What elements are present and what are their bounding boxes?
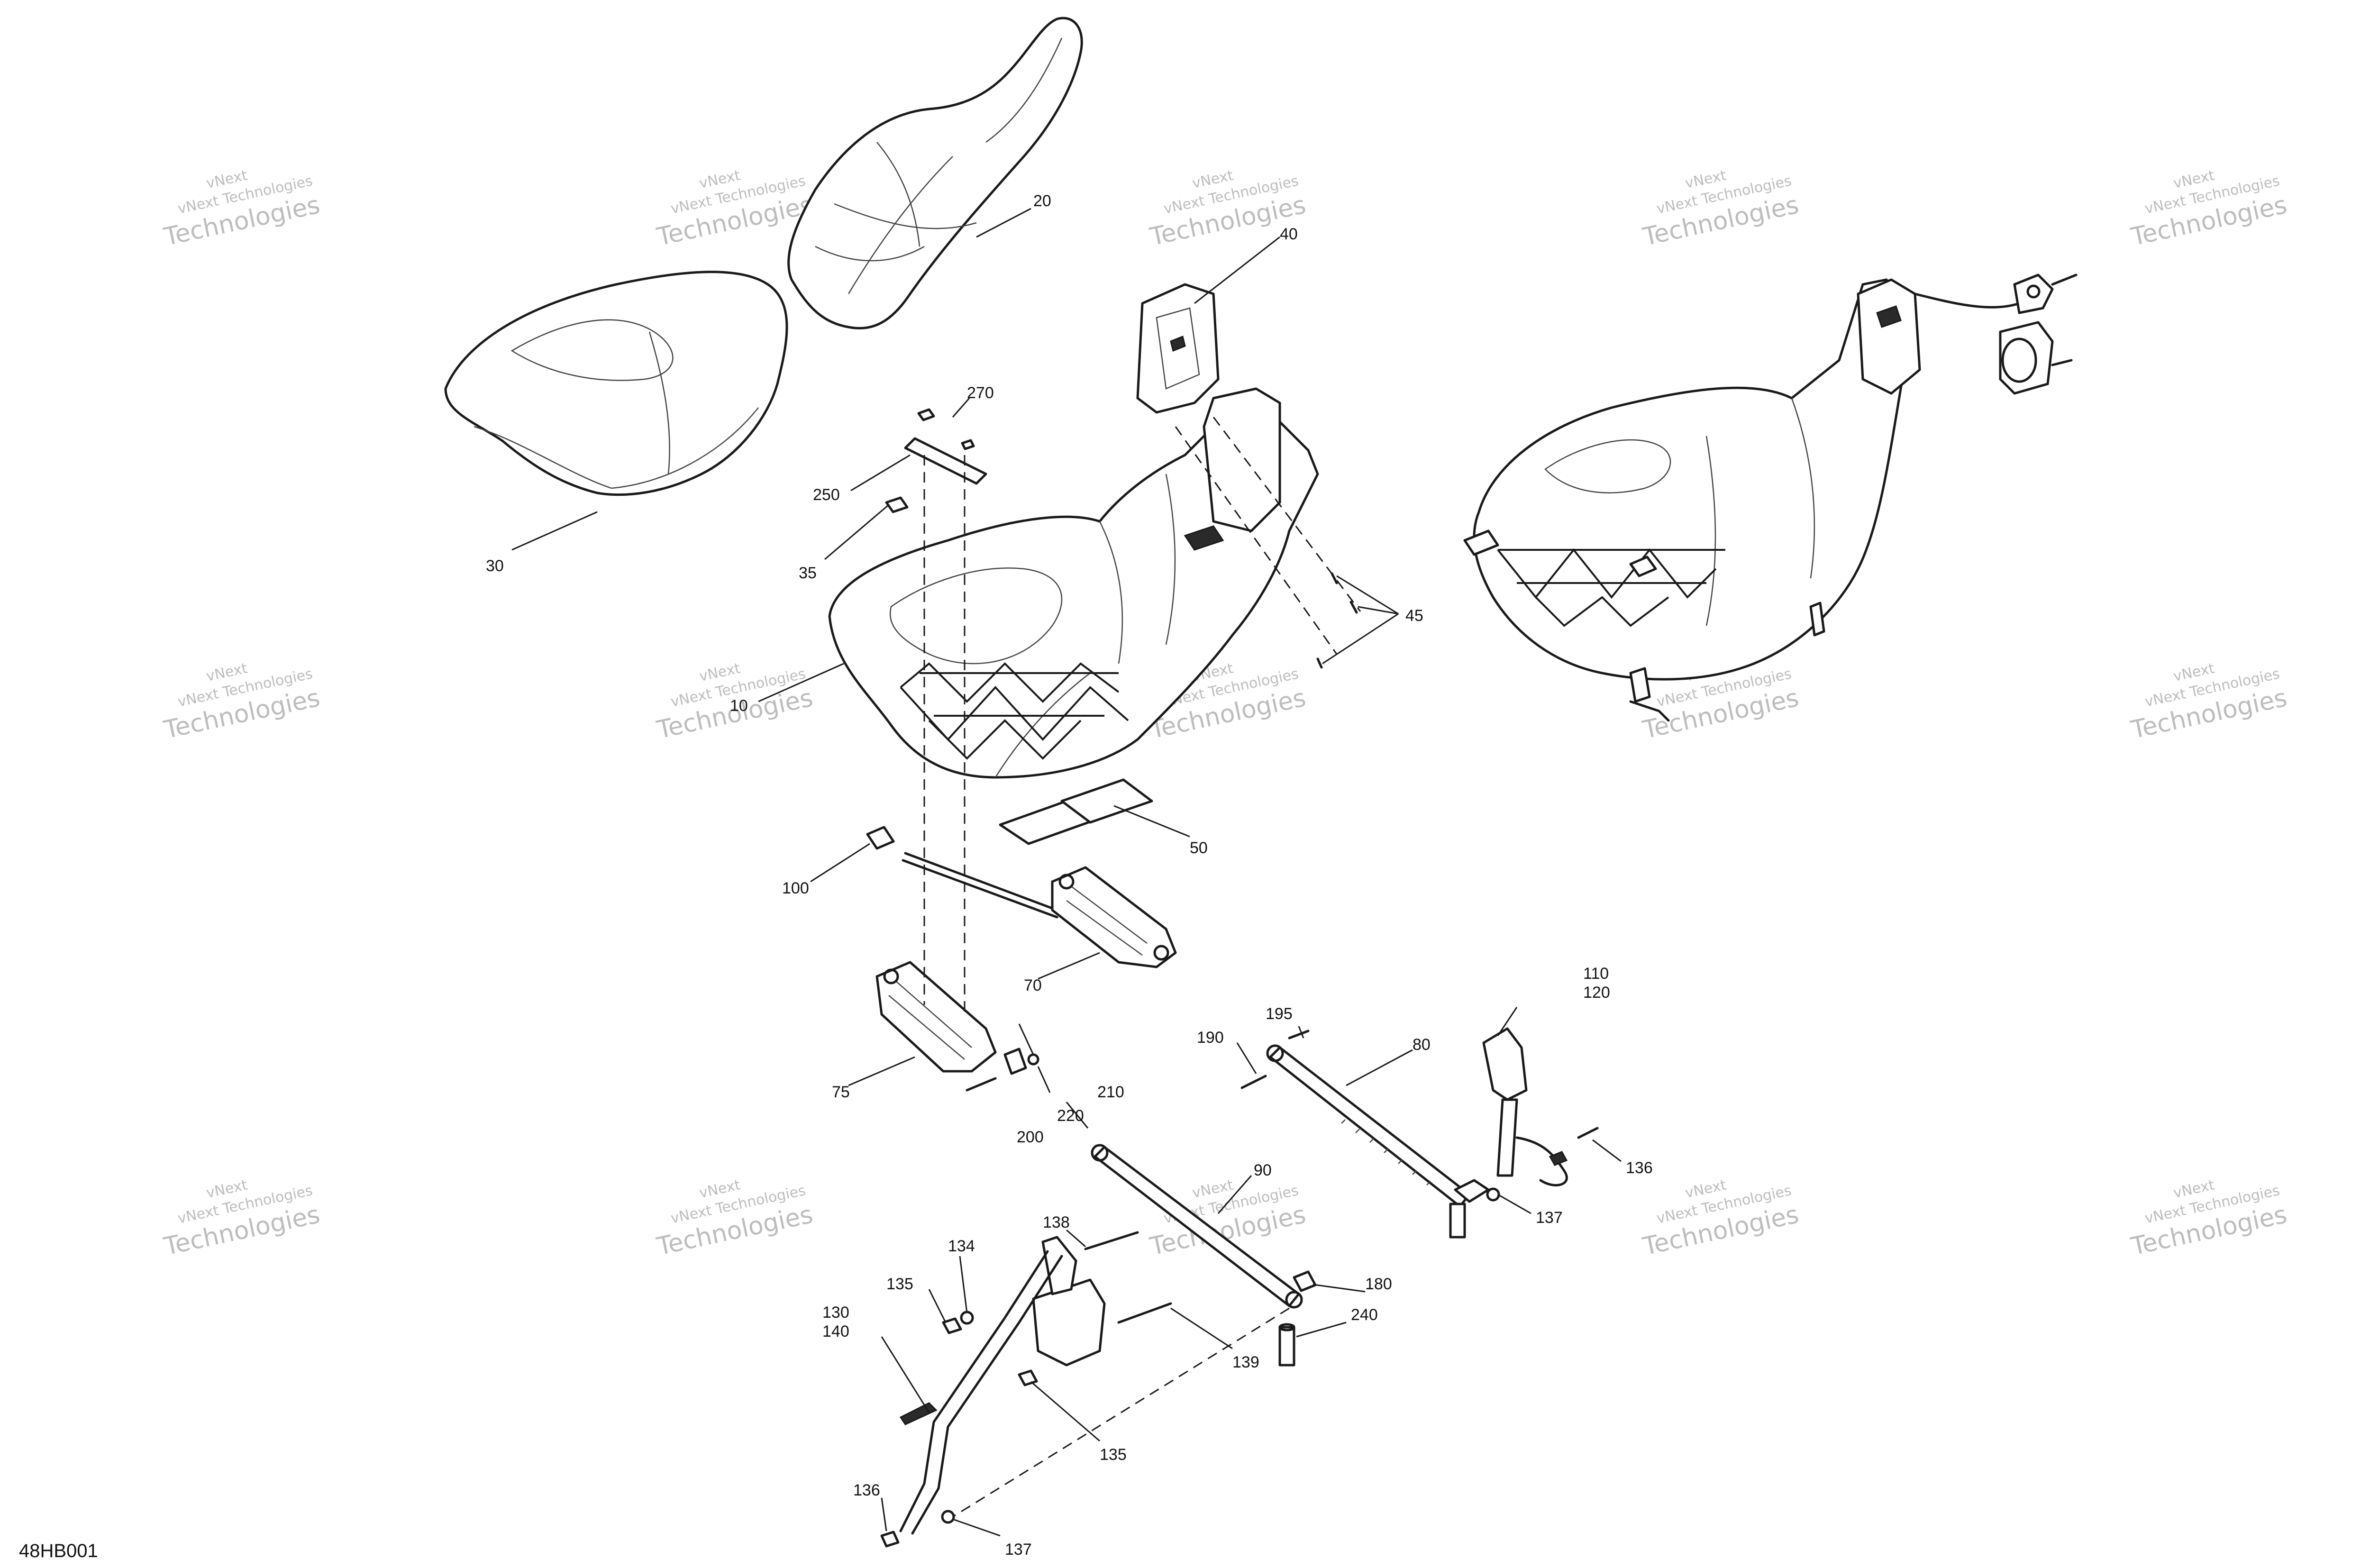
callout-210: 210: [1097, 1083, 1124, 1101]
watermark: vNext vNext Technologies Technologies: [1640, 167, 1801, 251]
watermark: vNext vNext Technologies Technologies: [161, 660, 322, 744]
part-clips: [885, 408, 987, 513]
callout-75: 75: [832, 1083, 850, 1101]
part-slider-rail-lower: [875, 961, 997, 1073]
callout-270: 270: [967, 384, 994, 402]
callout-138: 138: [1043, 1213, 1070, 1231]
callout-120: 120: [1583, 984, 1610, 1002]
part-tube-90: [1091, 1144, 1303, 1309]
callout-130: 130: [822, 1304, 849, 1322]
assembly-lines: [923, 417, 1361, 1518]
callout-220: 220: [1057, 1107, 1084, 1125]
callout-30: 30: [486, 557, 504, 575]
part-headrest-insert: [1136, 283, 1220, 414]
watermark: vNext vNext Technologies Technologies: [161, 1176, 322, 1261]
callout-180: 180: [1365, 1275, 1392, 1293]
callout-240: 240: [1351, 1306, 1378, 1324]
callout-100: 100: [782, 879, 809, 897]
part-seat-shell: [828, 387, 1319, 779]
callout-137-left: 137: [1005, 1541, 1032, 1559]
watermark: vNext vNext Technologies Technologies: [2128, 167, 2289, 251]
callout-195: 195: [1266, 1005, 1293, 1023]
callout-90: 90: [1254, 1161, 1272, 1179]
part-cable-end: [866, 826, 1058, 919]
callout-136-right: 136: [1626, 1159, 1653, 1177]
watermark: vNext vNext Technologies Technologies: [161, 167, 322, 251]
callout-45: 45: [1405, 607, 1423, 625]
callout-135-top: 135: [886, 1275, 913, 1293]
assembled-seat: [1463, 273, 2078, 722]
part-lower-seat-cushion: [444, 271, 788, 496]
watermark: vNext vNext Technologies Technologies: [2128, 1176, 2289, 1261]
callout-20: 20: [1033, 192, 1051, 210]
callout-136-left: 136: [853, 1481, 880, 1499]
callout-70: 70: [1024, 976, 1042, 994]
callout-10: 10: [730, 697, 748, 715]
part-upper-seat-cushion: [787, 17, 1083, 329]
callout-134: 134: [948, 1237, 975, 1255]
callout-80: 80: [1413, 1036, 1431, 1054]
callout-labels: 20 30 40 270 250 35 45 10 50 100 70 75 1…: [486, 192, 1653, 1559]
watermark: vNext vNext Technologies Technologies: [654, 1176, 815, 1261]
callout-110: 110: [1583, 965, 1609, 983]
callout-40: 40: [1280, 225, 1298, 243]
callout-35: 35: [799, 564, 817, 582]
watermark: vNext vNext Technologies Technologies: [654, 167, 815, 251]
callout-135-bottom: 135: [1100, 1446, 1127, 1464]
callout-190: 190: [1197, 1029, 1224, 1047]
part-tube-80: [1240, 1030, 1471, 1208]
watermark: vNext vNext Technologies Technologies: [1640, 1176, 1801, 1261]
watermark-group: vNext vNext Technologies Technologies vN…: [161, 167, 2289, 1261]
part-spacer: [1278, 1270, 1317, 1367]
callout-139: 139: [1232, 1353, 1259, 1371]
callout-137-right: 137: [1536, 1209, 1563, 1227]
part-bolts: [1084, 1231, 1172, 1324]
callout-50: 50: [1190, 839, 1208, 857]
part-belt-buckle: [1449, 1027, 1599, 1239]
watermark: vNext vNext Technologies Technologies: [654, 660, 815, 744]
part-retractor: [899, 1236, 1106, 1535]
part-slider-rail: [1051, 866, 1177, 968]
diagram-id: 48HB001: [19, 1541, 98, 1561]
callout-250: 250: [813, 486, 840, 504]
watermark: vNext vNext Technologies Technologies: [2128, 660, 2289, 744]
part-labels: [999, 778, 1153, 845]
callout-140: 140: [822, 1322, 849, 1340]
callout-200: 200: [1017, 1128, 1044, 1146]
leader-lines: [511, 208, 1622, 1537]
